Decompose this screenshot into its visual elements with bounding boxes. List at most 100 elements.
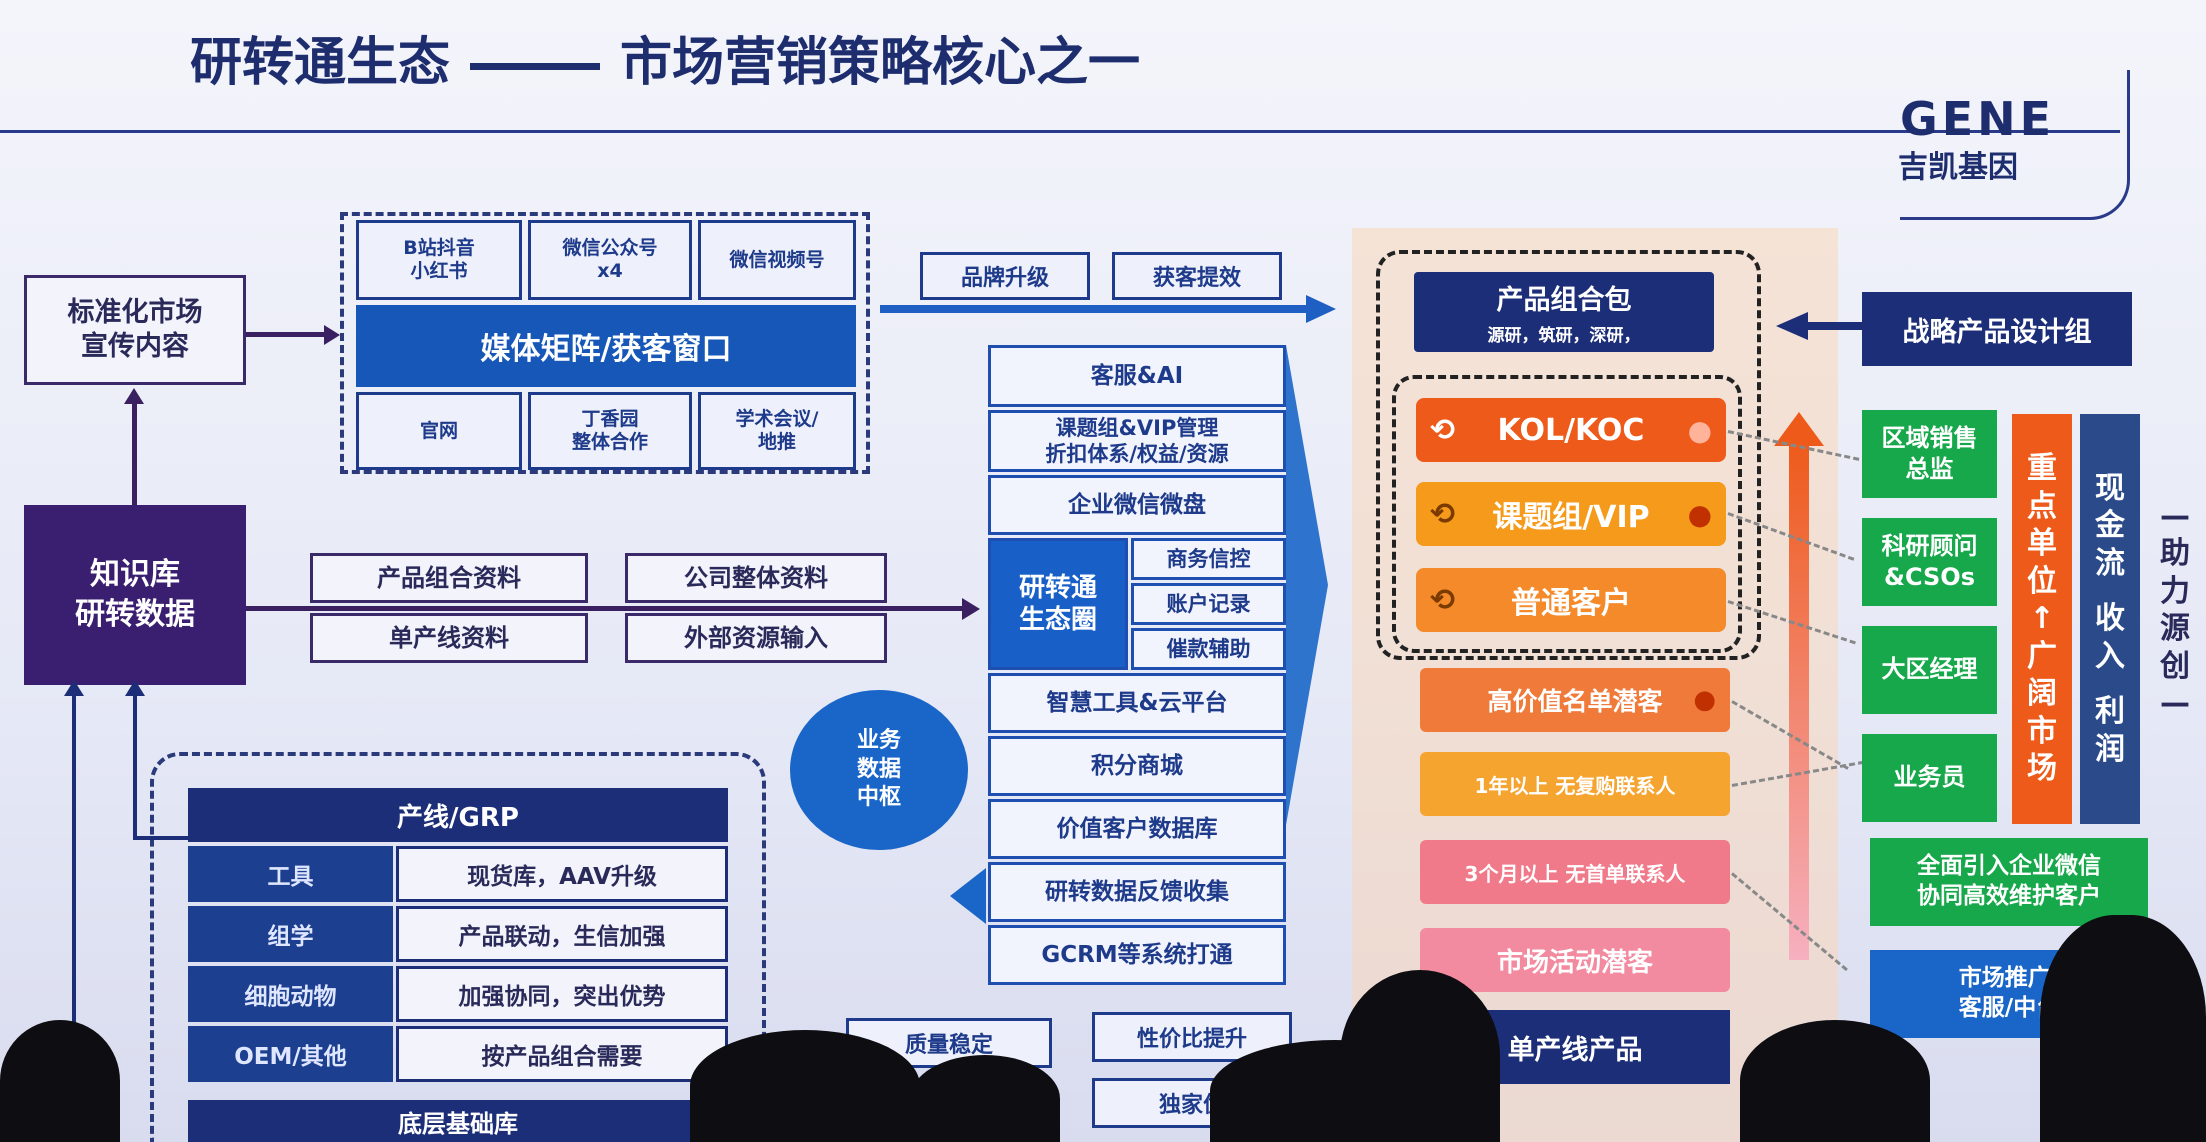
role-salesperson: 业务员 [1862, 734, 1997, 822]
material-company: 公司整体资料 [625, 553, 887, 603]
col1-char: 场 [2027, 751, 2057, 787]
knowledge-base-box: 知识库 研转数据 [24, 505, 246, 685]
col1-char: 重 [2027, 451, 2057, 487]
mid-points-mall: 积分商城 [988, 736, 1286, 796]
side-char: 创 [2160, 648, 2190, 684]
col2-char: 收 [2095, 601, 2125, 637]
lead-market-activity: 市场活动潜客 [1420, 928, 1730, 992]
brand-upgrade-tag: 品牌升级 [920, 252, 1090, 300]
key-units-column: 重 点 单 位 ↑ 广 阔 市 场 [2012, 414, 2072, 824]
col2-char: 入 [2095, 638, 2125, 674]
logo-en: GENE [1900, 92, 2056, 146]
material-product-combo: 产品组合资料 [310, 553, 588, 603]
col1-char: 阔 [2027, 676, 2057, 712]
grp-header: 产线/GRP [188, 788, 728, 842]
left-vertical-line-2 [133, 690, 137, 840]
media-matrix-group [340, 212, 870, 474]
knowledge-to-eco-line [246, 606, 966, 611]
col2-char: 现 [2095, 470, 2125, 506]
right-dashed-outer [1376, 250, 1761, 660]
grp-row-oem-label: OEM/其他 [188, 1026, 393, 1082]
grp-row-tools-value: 现货库，AAV升级 [396, 846, 728, 902]
grp-dashed-group [150, 752, 766, 1142]
media-wechat-video: 微信视频号 [698, 220, 856, 300]
side-char: 源 [2160, 611, 2190, 646]
material-external: 外部资源输入 [625, 613, 887, 663]
mid-vip-management: 课题组&VIP管理 折扣体系/权益/资源 [988, 410, 1286, 472]
audience-head [2040, 915, 2206, 1142]
standard-content-box: 标准化市场 宣传内容 [24, 275, 246, 385]
knowledge-arrow-head [962, 598, 980, 620]
col1-char: ↑ [2029, 601, 2055, 637]
mid-eco-collection: 催款辅助 [1131, 628, 1286, 670]
lead-high-value: 高价值名单潜客 ● [1420, 668, 1730, 732]
lead-one-year: 1年以上 无复购联系人 [1420, 752, 1730, 816]
audience-head [1340, 970, 1500, 1142]
wechat-integration: 全面引入企业微信 协同高效维护客户 [1870, 838, 2148, 926]
cashflow-column: 现 金 流 收 入 利 润 [2080, 414, 2140, 824]
clock-icon: ⟲ [1430, 412, 1456, 448]
tier-kol: ⟲ KOL/KOC ● [1416, 398, 1726, 462]
clock-icon: ⟲ [1430, 582, 1456, 618]
material-single-line: 单产线资料 [310, 613, 588, 663]
col2-char: 润 [2095, 731, 2125, 767]
tier-normal-label: 普通客户 [1511, 586, 1631, 621]
col2-char: 利 [2095, 694, 2125, 730]
mid-wechat-disk: 企业微信微盘 [988, 475, 1286, 535]
tier-normal: ⟲ 普通客户 [1416, 568, 1726, 632]
package-sub: 源研，筑研，深研， [1487, 326, 1641, 346]
col1-char: 点 [2027, 488, 2057, 524]
grp-footer: 底层基础库 [188, 1100, 728, 1142]
tier-vip: ⟲ 课题组/VIP ● [1416, 482, 1726, 546]
left-vertical-line-1 [72, 690, 76, 1030]
media-banner: 媒体矩阵/获客窗口 [356, 305, 856, 387]
col1-char: 广 [2027, 638, 2057, 674]
strategy-design-group: 战略产品设计组 [1862, 292, 2132, 366]
grp-row-omics-value: 产品联动，生信加强 [396, 906, 728, 962]
tier-vip-label: 课题组/VIP [1492, 500, 1650, 535]
side-char: 助 [2160, 536, 2190, 571]
mid-customer-service: 客服&AI [988, 345, 1286, 407]
role-area-manager: 大区经理 [1862, 626, 1997, 714]
clock-icon: ⟲ [1430, 496, 1456, 532]
package-title: 产品组合包 [1496, 285, 1632, 316]
lead-three-month: 3个月以上 无首单联系人 [1420, 840, 1730, 904]
mid-eco-credit: 商务信控 [1131, 538, 1286, 580]
logo-frame [1900, 70, 2130, 220]
person-icon: ● [1687, 413, 1712, 447]
audience-head [910, 1055, 1060, 1142]
media-conference: 学术会议/ 地推 [698, 392, 856, 470]
title-dash [470, 62, 601, 70]
grp-row-cell-label: 细胞动物 [188, 966, 393, 1022]
mid-value-db: 价值客户数据库 [988, 799, 1286, 859]
mid-chevron-arrow [1286, 345, 1328, 825]
upward-arrow-head [1774, 412, 1824, 446]
mid-eco-account: 账户记录 [1131, 583, 1286, 625]
title-underline [0, 130, 2120, 133]
side-char: — [2160, 686, 2190, 721]
arrow-head-media [324, 325, 340, 345]
col1-char: 位 [2027, 563, 2057, 599]
title-right: 市场营销策略核心之一 [620, 33, 1141, 93]
grp-row-tools-label: 工具 [188, 846, 393, 902]
role-regional-director: 区域销售 总监 [1862, 410, 1997, 498]
strategy-arrow-line [1808, 322, 1874, 330]
right-dashed-inner [1392, 375, 1742, 653]
left-arrow-head-1 [64, 680, 84, 696]
media-wechat-official: 微信公众号 x4 [528, 220, 692, 300]
slide-title: 研转通生态市场营销策略核心之一 [190, 20, 1140, 95]
side-char: — [2160, 498, 2190, 534]
left-arrow-head-2 [125, 680, 145, 696]
acquire-efficiency-tag: 获客提效 [1112, 252, 1282, 300]
feedback-left-arrow [950, 868, 986, 924]
media-website: 官网 [356, 392, 522, 470]
mid-feedback: 研转数据反馈收集 [988, 862, 1286, 922]
person-icon: ● [1693, 685, 1716, 715]
tier-kol-label: KOL/KOC [1497, 412, 1645, 448]
grp-row-oem-value: 按产品组合需要 [396, 1026, 728, 1082]
mid-eco-circle: 研转通 生态圈 [988, 538, 1128, 670]
product-package-box: 产品组合包 源研，筑研，深研， [1414, 272, 1714, 352]
media-to-right-arrow [880, 305, 1310, 313]
mid-gcrm: GCRM等系统打通 [988, 925, 1286, 985]
